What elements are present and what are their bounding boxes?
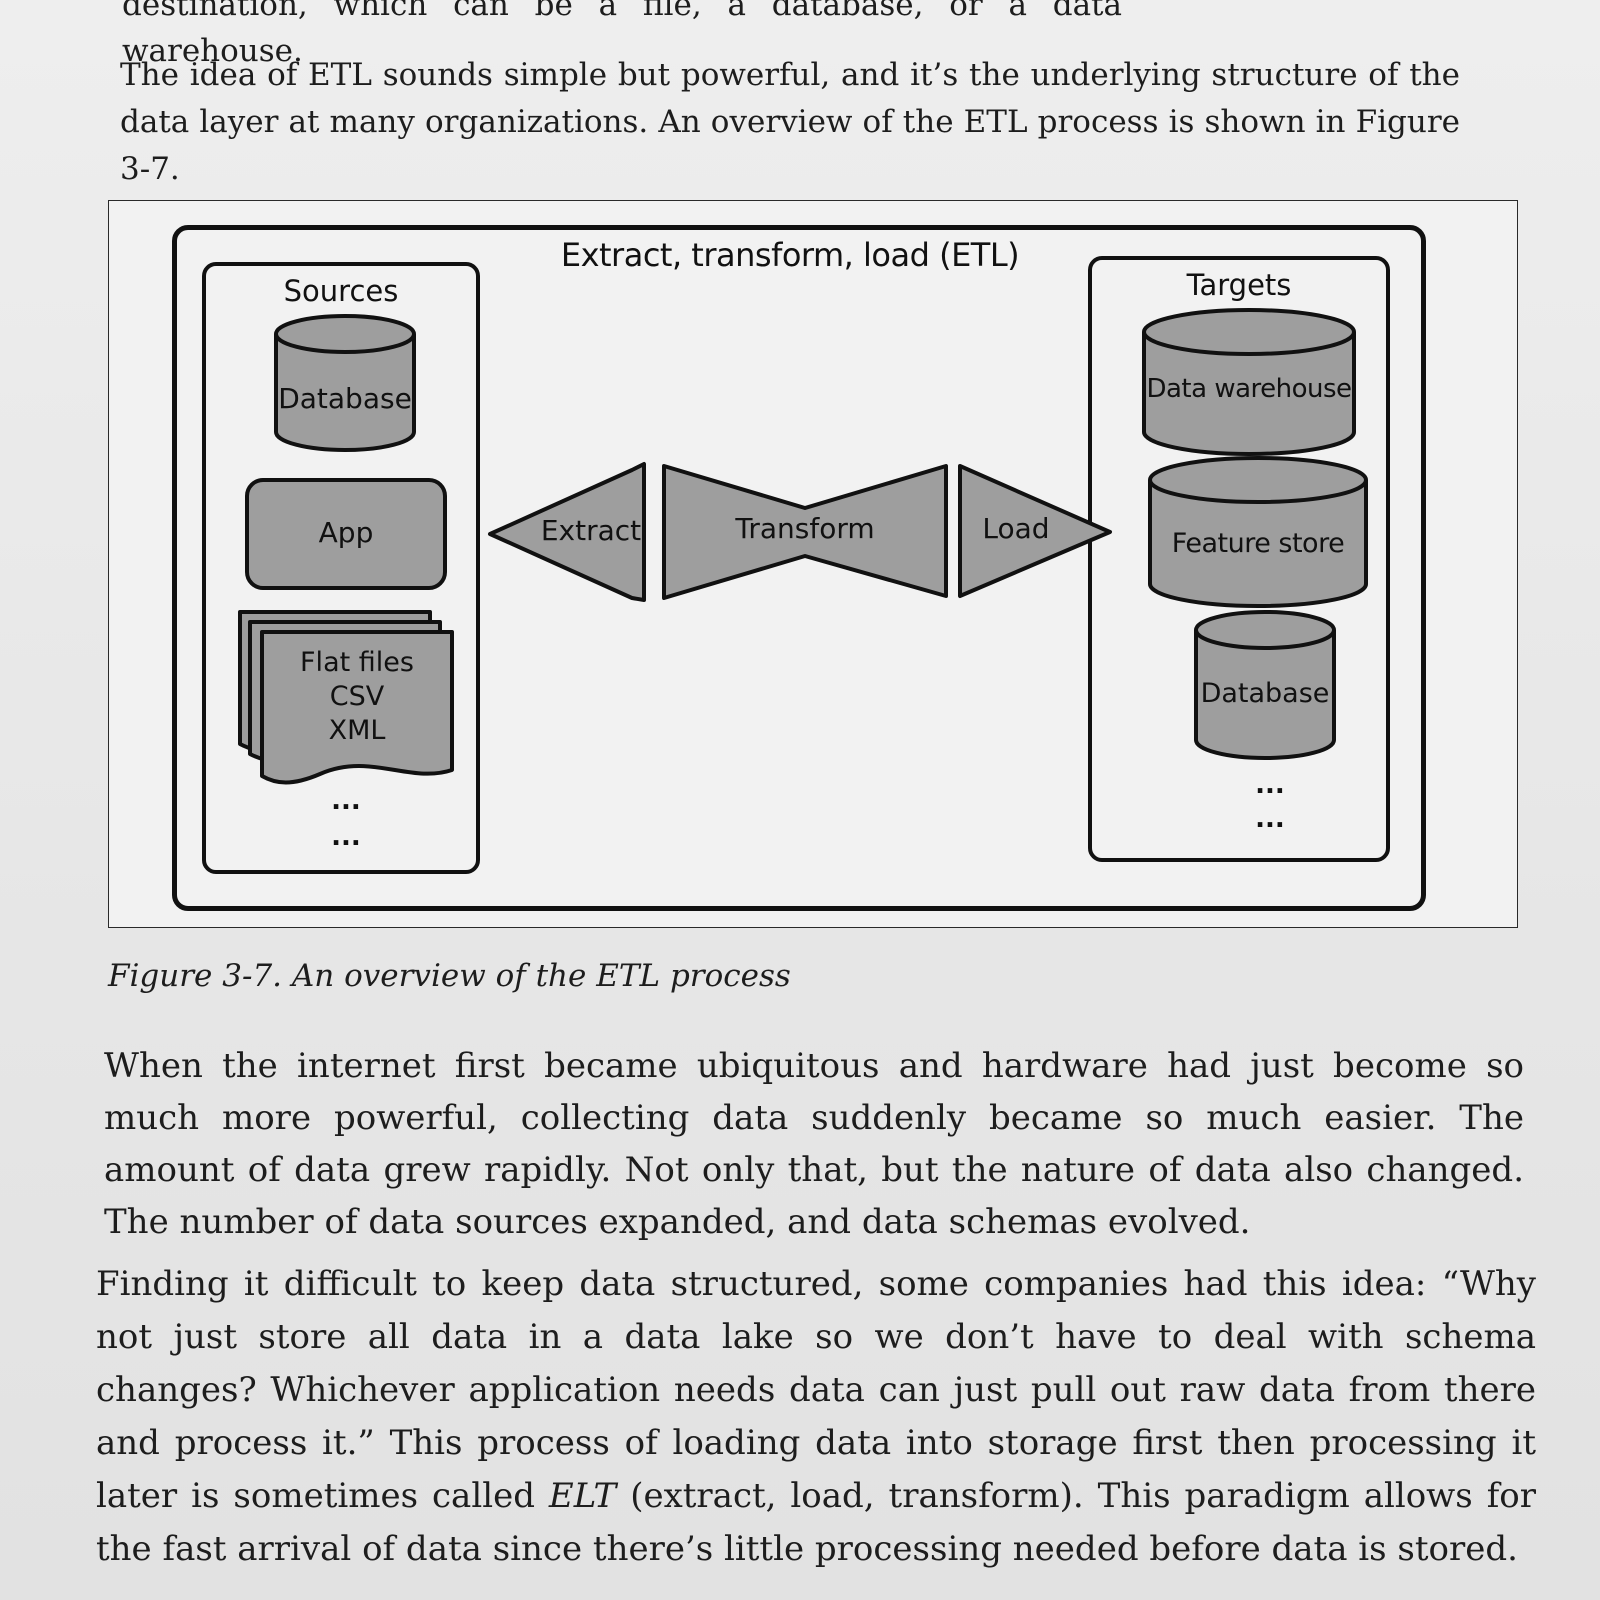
targets-more-2: ...: [1255, 804, 1285, 834]
sources-more-2: ...: [331, 822, 361, 852]
target-warehouse-label: Data warehouse: [1146, 374, 1352, 404]
figure-caption: Figure 3-7. An overview of the ETL proce…: [108, 958, 791, 994]
source-app-box: [245, 478, 447, 590]
etl-outer-box: [172, 225, 1426, 911]
sources-panel: Sources: [202, 262, 480, 874]
sources-more-1: ...: [331, 786, 361, 816]
targets-more-1: ...: [1255, 770, 1285, 800]
flat-files-line: Flat files: [300, 647, 414, 678]
source-database-label: Database: [278, 382, 412, 415]
source-flat-files-label: Flat files CSV XML: [262, 646, 452, 748]
source-database-cylinder: [274, 314, 416, 452]
source-app-label: App: [318, 516, 374, 549]
csv-line: CSV: [329, 681, 385, 712]
transform-label: Transform: [735, 512, 875, 545]
paragraph-finding-part2: (extract, load, transform). This paradig…: [96, 1476, 1536, 1569]
xml-line: XML: [328, 715, 386, 746]
source-flat-files-stack: [238, 610, 454, 785]
load-label: Load: [982, 512, 1050, 545]
paragraph-finding: Finding it difficult to keep data struct…: [96, 1258, 1536, 1576]
extract-label: Extract: [540, 514, 642, 547]
load-arrow: [958, 464, 1112, 598]
targets-panel: Targets: [1088, 256, 1390, 862]
transform-bowtie: [662, 464, 948, 600]
target-database-label: Database: [1200, 678, 1330, 709]
etl-title: Extract, transform, load (ETL): [560, 236, 1020, 274]
paragraph-finding-part1: Finding it difficult to keep data struct…: [96, 1264, 1536, 1516]
sources-title: Sources: [283, 274, 399, 308]
elt-term: ELT: [548, 1476, 617, 1516]
target-feature-store-label: Feature store: [1171, 528, 1345, 559]
target-feature-store-cylinder: [1148, 456, 1368, 608]
paragraph-etl-idea: The idea of ETL sounds simple but powerf…: [120, 57, 1460, 187]
extract-arrow: [488, 462, 646, 602]
paragraph-internet: When the internet first became ubiquitou…: [104, 1046, 1524, 1242]
target-database-cylinder: [1194, 610, 1336, 760]
target-warehouse-cylinder: [1142, 308, 1356, 456]
targets-title: Targets: [1186, 268, 1292, 302]
paragraph-destination: destination, which can be a file, a data…: [122, 0, 1122, 69]
